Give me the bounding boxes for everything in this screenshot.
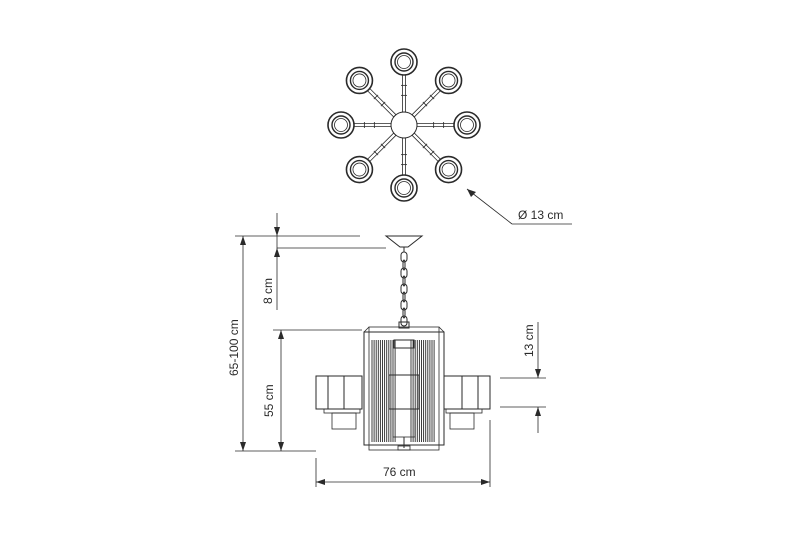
total-height-label: 65-100 cm xyxy=(227,319,241,376)
top-view-arm xyxy=(401,137,407,176)
top-view-shade xyxy=(345,66,374,95)
top-view-hub xyxy=(390,111,418,139)
top-view-shade xyxy=(327,111,355,139)
shade-right-inner xyxy=(443,375,479,410)
dim-total-height: 65-100 cm xyxy=(227,235,360,452)
body-height-label: 55 cm xyxy=(262,384,276,417)
suspension-chain xyxy=(400,251,408,327)
top-view-shade xyxy=(345,155,374,184)
chain-link xyxy=(402,291,406,303)
top-view-arm-joint xyxy=(380,101,386,107)
top-view-arm xyxy=(366,87,397,118)
chain-link xyxy=(402,275,406,287)
shade-left-inner xyxy=(327,375,363,410)
chain-link xyxy=(400,267,408,279)
top-view-arm xyxy=(401,74,407,113)
dim-canopy-height: 8 cm xyxy=(261,213,386,310)
top-view-arm-joint xyxy=(429,94,435,100)
top-view xyxy=(327,48,481,202)
top-view-arm-joint xyxy=(422,101,428,107)
shade-left-holder xyxy=(331,412,357,430)
canopy-height-label: 8 cm xyxy=(261,278,275,304)
central-shade xyxy=(388,374,420,410)
top-view-shade xyxy=(390,174,418,202)
top-view-arm xyxy=(366,132,397,163)
dim-body-height: 55 cm xyxy=(262,329,362,451)
shade-height-label: 13 cm xyxy=(522,324,536,357)
shade-right-holder xyxy=(449,412,475,430)
chain-link xyxy=(400,283,408,295)
chain-link xyxy=(400,315,408,327)
top-view-shade xyxy=(453,111,481,139)
top-view-arm-joint xyxy=(373,150,379,156)
shade-left-outer xyxy=(315,375,345,410)
top-view-shade xyxy=(434,155,463,184)
chain-link xyxy=(402,259,406,271)
ceiling-canopy xyxy=(384,235,424,248)
top-ring xyxy=(398,321,410,329)
shade-diameter-label: Ø 13 cm xyxy=(518,208,563,222)
top-view-arm-joint xyxy=(380,143,386,149)
top-view-arm xyxy=(411,87,442,118)
chain-link xyxy=(400,299,408,311)
front-view xyxy=(315,235,491,451)
dim-width: 76 cm xyxy=(315,420,491,487)
top-view-shade xyxy=(434,66,463,95)
top-view-arm-joint xyxy=(373,94,379,100)
vertical-slats xyxy=(371,340,435,442)
top-view-arm-joint xyxy=(429,150,435,156)
top-view-arm xyxy=(416,123,455,127)
shade-right-outer xyxy=(461,375,491,410)
top-view-arm xyxy=(411,132,442,163)
top-view-arm xyxy=(353,123,392,127)
chain-link xyxy=(400,251,408,263)
top-view-shade xyxy=(390,48,418,76)
chain-link xyxy=(402,307,406,319)
shade-diameter-leader: Ø 13 cm xyxy=(466,188,572,225)
top-view-shades xyxy=(327,48,481,202)
dim-shade-height: 13 cm xyxy=(500,322,546,433)
top-view-arm-joint xyxy=(422,143,428,149)
width-label: 76 cm xyxy=(383,465,416,479)
